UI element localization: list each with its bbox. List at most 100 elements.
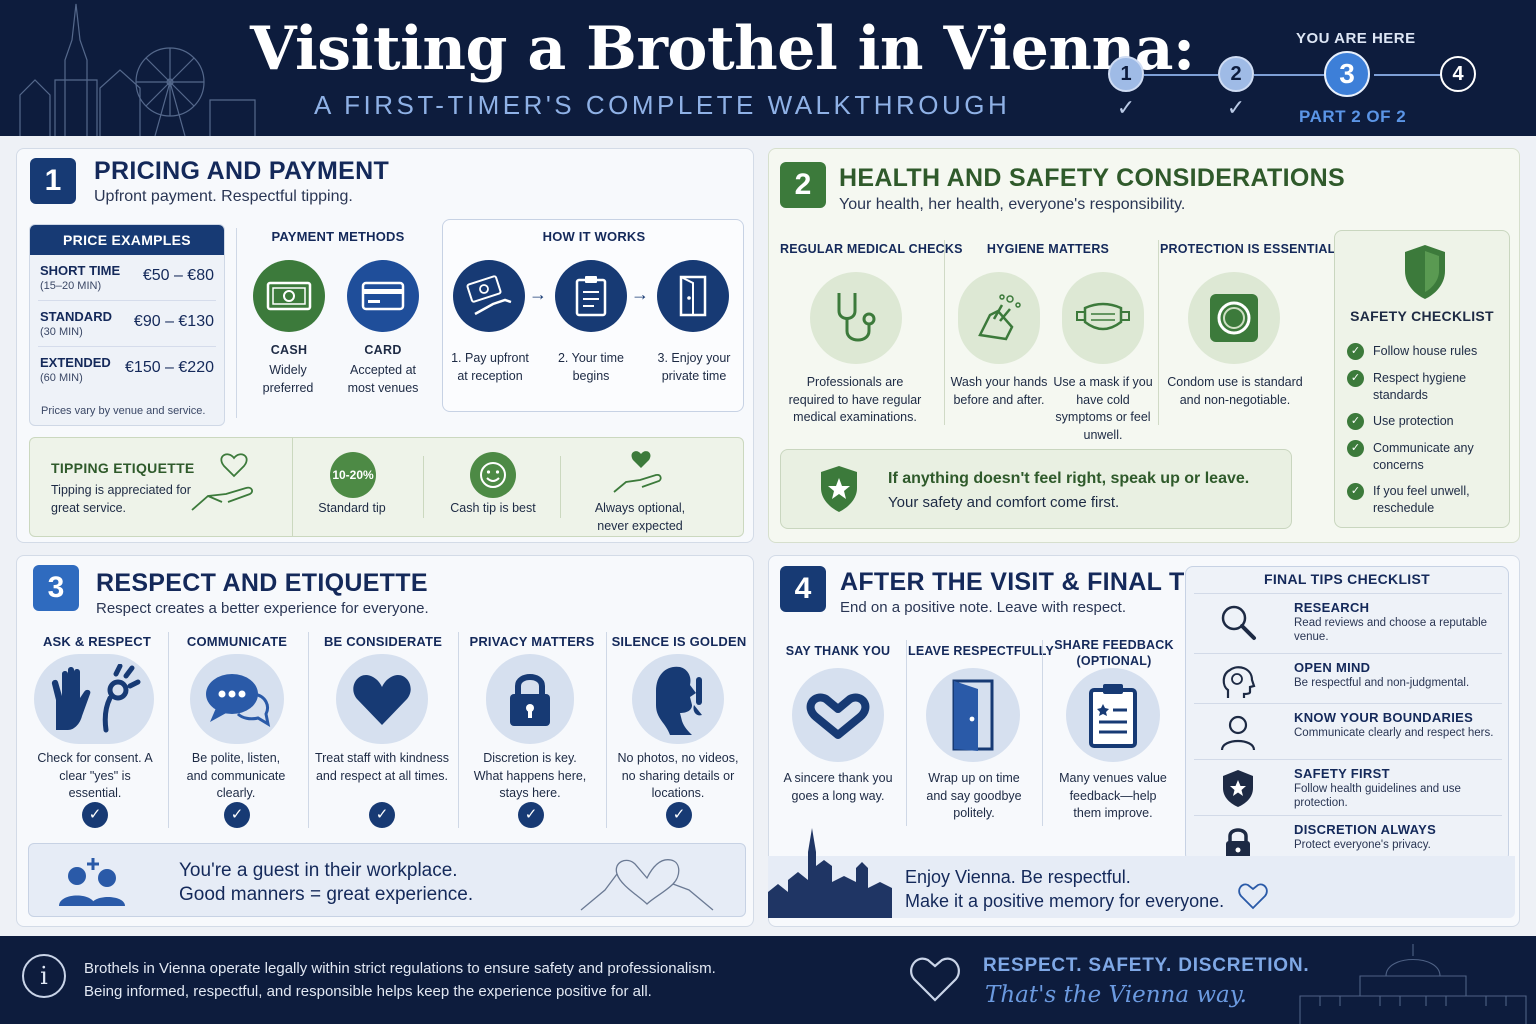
shield-icon [1223, 770, 1253, 807]
check-icon: ✓ [1347, 343, 1364, 360]
protection-header: PROTECTION IS ESSENTIAL [1160, 242, 1336, 256]
respect-title: RESPECT AND ETIQUETTE [96, 569, 428, 597]
info-icon: i [22, 954, 66, 998]
check-icon: ✓ [1226, 95, 1246, 120]
final-tip-row: DISCRETION ALWAYS Protect everyone's pri… [1194, 815, 1502, 867]
final-tip-desc: Protect everyone's privacy. [1294, 839, 1431, 851]
price-duration: (30 MIN) [40, 326, 83, 338]
checklist-text: Follow house rules [1373, 344, 1478, 358]
alert-subtitle: Your safety and comfort come first. [888, 494, 1120, 511]
feedback-clipboard-icon [1066, 668, 1160, 762]
final-tip-title: DISCRETION ALWAYS [1294, 822, 1437, 837]
price-row: SHORT TIME (15–20 MIN) €50 – €80 [38, 255, 216, 301]
guest-line-2: Good manners = great experience. [179, 884, 474, 905]
section-number-2: 2 [780, 162, 826, 208]
checklist-text: Communicate any concerns [1373, 441, 1474, 472]
arrow-right-icon: → [529, 284, 547, 304]
progress-steps: 1 2 3 4 ✓ ✓ [1108, 51, 1478, 126]
final-tip-title: SAFETY FIRST [1294, 766, 1390, 781]
footer: i Brothels in Vienna operate legally wit… [0, 936, 1536, 1024]
enjoy-line-1: Enjoy Vienna. Be respectful. [905, 867, 1131, 887]
wash-hands-icon [958, 272, 1040, 364]
after-title: AFTER THE VISIT & FINAL TIPS [840, 568, 1226, 596]
smile-icon [470, 452, 516, 498]
magnifier-icon [1221, 605, 1256, 640]
how-it-works-header: HOW IT WORKS [542, 229, 646, 244]
step-3-current[interactable]: 3 [1324, 51, 1370, 97]
thank-you-caption: A sincere thank you goes a long way. [783, 771, 893, 803]
mask-icon [1062, 272, 1144, 364]
considerate-caption: Treat staff with kindness and respect at… [314, 751, 450, 783]
footer-motto: RESPECT. SAFETY. DISCRETION. [983, 955, 1310, 976]
medical-checks-header: REGULAR MEDICAL CHECKS [780, 242, 963, 256]
alert-box: If anything doesn't feel right, speak up… [780, 449, 1292, 529]
condom-icon [1188, 272, 1280, 364]
final-tip-desc: Read reviews and choose a reputable venu… [1294, 617, 1488, 643]
price-duration: (60 MIN) [40, 372, 83, 384]
divider [1042, 640, 1043, 826]
stethoscope-icon [810, 272, 902, 364]
footer-line-1: Brothels in Vienna operate legally withi… [84, 960, 716, 977]
medical-checks-caption: Professionals are required to have regul… [788, 375, 922, 424]
final-tip-row: RESEARCH Read reviews and choose a reput… [1194, 593, 1502, 645]
section-number-3: 3 [33, 565, 79, 611]
silence-header: SILENCE IS GOLDEN [611, 634, 747, 649]
leave-header: LEAVE RESPECTFULLY [908, 644, 1054, 658]
price-name: SHORT TIME [40, 263, 121, 278]
price-value: €50 – €80 [142, 267, 214, 284]
feedback-caption: Many venues value feedback—help them imp… [1059, 771, 1167, 820]
part-label: PART 2 OF 2 [1299, 107, 1407, 126]
safety-checklist-title: SAFETY CHECKLIST [1350, 308, 1494, 324]
final-tip-row: SAFETY FIRST Follow health guidelines an… [1194, 759, 1502, 811]
how-it-works-box: HOW IT WORKS → → 1. Pay upfront at recep… [442, 219, 744, 412]
divider [906, 640, 907, 826]
health-subtitle: Your health, her health, everyone's resp… [839, 196, 1186, 213]
price-examples-box: PRICE EXAMPLES SHORT TIME (15–20 MIN) €5… [29, 224, 225, 426]
check-icon: ✓ [224, 802, 250, 828]
how-step-3: 3. Enjoy your private time [657, 351, 731, 383]
final-tip-desc: Communicate clearly and respect hers. [1294, 727, 1494, 739]
payment-card-label: CARD [364, 343, 402, 357]
pricing-title: PRICING AND PAYMENT [94, 157, 390, 185]
ask-respect-header: ASK & RESPECT [42, 634, 152, 649]
vienna-skyline-left [19, 3, 256, 136]
tip-optional: Always optional, never expected [594, 501, 686, 533]
considerate-header: BE CONSIDERATE [323, 634, 443, 649]
final-tip-desc: Follow health guidelines and use protect… [1294, 783, 1461, 809]
hygiene-header: HYGIENE MATTERS [986, 242, 1110, 256]
heart-hands-icon [580, 859, 714, 911]
heart-icon [336, 654, 428, 744]
privacy-header: PRIVACY MATTERS [469, 634, 595, 649]
final-tips-header: FINAL TIPS CHECKLIST [1264, 571, 1430, 587]
hand-heart-icon [613, 451, 662, 493]
card-icon [347, 260, 419, 332]
check-icon: ✓ [369, 802, 395, 828]
price-value: €150 – €220 [125, 359, 214, 376]
check-icon: ✓ [1347, 370, 1364, 387]
step-2[interactable]: 2 [1218, 56, 1254, 92]
check-icon: ✓ [1347, 413, 1364, 430]
door-icon [657, 260, 729, 332]
shush-icon [632, 654, 724, 744]
mask-caption: Use a mask if you have cold symptoms or … [1053, 375, 1153, 442]
step-connector [1254, 74, 1328, 76]
divider [292, 438, 293, 536]
after-subtitle: End on a positive note. Leave with respe… [840, 599, 1127, 616]
header-banner: Visiting a Brothel in Vienna: A FIRST-TI… [0, 0, 1536, 136]
final-tip-title: OPEN MIND [1294, 660, 1371, 675]
final-tip-desc: Be respectful and non-judgmental. [1294, 677, 1470, 689]
price-examples-header: PRICE EXAMPLES [30, 225, 224, 255]
brain-icon [1222, 666, 1256, 698]
step-1[interactable]: 1 [1108, 56, 1144, 92]
check-icon: ✓ [1116, 95, 1136, 120]
divider [458, 632, 459, 828]
step-4[interactable]: 4 [1440, 56, 1476, 92]
final-tip-row: KNOW YOUR BOUNDARIES Communicate clearly… [1194, 703, 1502, 755]
price-duration: (15–20 MIN) [40, 280, 102, 292]
checklist-text: Use protection [1373, 414, 1454, 428]
you-are-here-label: YOU ARE HERE [1296, 30, 1416, 47]
lock-icon [486, 654, 574, 744]
communicate-caption: Be polite, listen, and communicate clear… [186, 751, 286, 800]
final-tip-row: OPEN MIND Be respectful and non-judgment… [1194, 653, 1502, 705]
safety-checklist: SAFETY CHECKLIST ✓Follow house rules ✓Re… [1334, 230, 1510, 528]
